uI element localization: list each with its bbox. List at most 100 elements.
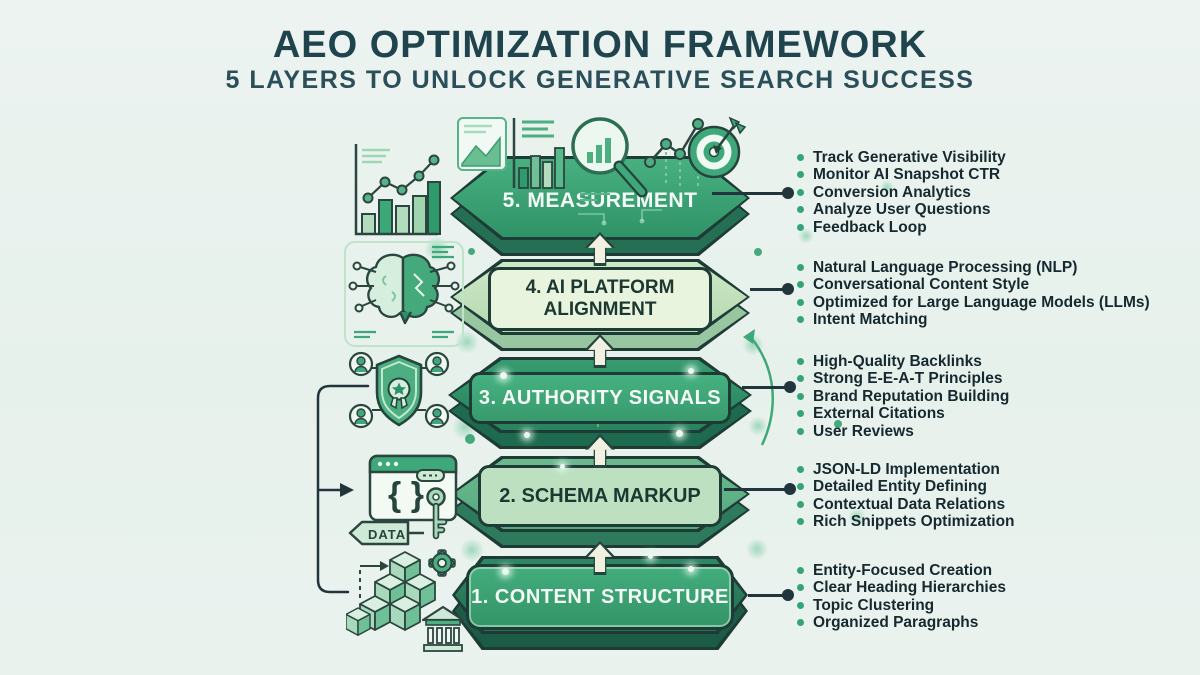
bullet-dot xyxy=(797,392,804,400)
bullet-dot xyxy=(797,206,804,214)
up-arrow-icon xyxy=(585,232,615,266)
bullet-dot xyxy=(797,188,804,196)
bullet-dot xyxy=(797,427,804,435)
bullet-item: Feedback Loop xyxy=(797,219,1006,236)
bullet-item: External Citations xyxy=(797,405,1009,422)
layer-label: 3. AUTHORITY SIGNALS xyxy=(469,372,731,424)
green-dot xyxy=(468,248,475,255)
magnifier-chart-icon xyxy=(571,117,648,201)
measurement-icons-cluster xyxy=(457,116,747,201)
bar-chart-icon xyxy=(512,118,565,189)
bullet-item: Conversion Analytics xyxy=(797,184,1006,201)
page-title: AEO OPTIMIZATION FRAMEWORK xyxy=(272,24,928,66)
bullet-dot xyxy=(797,567,804,574)
bullet-item: Detailed Entity Defining xyxy=(797,478,1015,495)
bullet-list-authority: High-Quality Backlinks Strong E-E-A-T Pr… xyxy=(797,353,1009,440)
cubes-stack xyxy=(346,551,436,636)
up-arrow-icon xyxy=(585,434,615,468)
glint-dot xyxy=(648,554,653,559)
bullet-item: Intent Matching xyxy=(797,311,1150,328)
bullet-list-measurement: Track Generative Visibility Monitor AI S… xyxy=(797,149,1006,236)
gear-icon xyxy=(428,549,456,577)
bank-icon xyxy=(421,605,465,652)
bullet-dot xyxy=(797,518,804,526)
connector-line xyxy=(750,288,786,291)
connector-dot xyxy=(784,483,796,495)
left-bracket-connector xyxy=(316,384,370,594)
bullet-dot xyxy=(797,500,804,508)
connector-line xyxy=(712,192,786,195)
bullet-item: Strong E-E-A-T Principles xyxy=(797,370,1009,387)
bullet-dot xyxy=(797,316,804,324)
bullet-item: Brand Reputation Building xyxy=(797,388,1009,405)
bullet-item: High-Quality Backlinks xyxy=(797,353,1009,370)
layer-label: 4. AI PLATFORM ALIGNMENT xyxy=(488,267,712,331)
bullet-item: Clear Heading Hierarchies xyxy=(797,579,1006,596)
layer-label: 2. SCHEMA MARKUP xyxy=(478,465,722,527)
bullet-dot xyxy=(797,483,804,491)
glow-dot xyxy=(748,416,768,436)
glint-dot xyxy=(676,430,683,437)
glint-dot xyxy=(560,464,565,469)
connector-dot xyxy=(782,589,794,601)
bullet-dot xyxy=(797,375,804,383)
connector-line xyxy=(724,488,788,491)
bullet-item: Conversational Content Style xyxy=(797,276,1150,293)
layer-4-ai-platform: 4. AI PLATFORM ALIGNMENT xyxy=(450,259,750,351)
bullet-dot xyxy=(797,154,804,161)
feedback-curve-arrow xyxy=(743,329,774,446)
bullet-dot xyxy=(797,619,804,627)
glint-dot xyxy=(500,372,507,379)
bullet-item: Optimized for Large Language Models (LLM… xyxy=(797,294,1150,311)
bullet-dot xyxy=(797,223,804,231)
bullet-item: Analyze User Questions xyxy=(797,201,1006,218)
bullet-dot xyxy=(797,584,804,592)
data-tag-label: DATA xyxy=(368,527,406,542)
glow-dot xyxy=(798,228,814,244)
connector-line xyxy=(742,386,788,389)
bullet-item: Track Generative Visibility xyxy=(797,149,1006,166)
bullet-dot xyxy=(797,264,804,271)
glint-dot xyxy=(688,368,694,374)
ai-brain-icon xyxy=(344,241,464,347)
bullet-item: Rich Snippets Optimization xyxy=(797,513,1015,530)
glow-dot xyxy=(460,538,484,562)
glint-dot xyxy=(524,432,530,438)
layer-3-authority: 3. AUTHORITY SIGNALS xyxy=(448,357,752,449)
glow-dot xyxy=(455,330,479,354)
report-chart-icon xyxy=(457,117,507,171)
glint-dot xyxy=(688,566,694,572)
connector-dot xyxy=(784,381,796,393)
bullet-dot xyxy=(797,466,804,473)
connector-dot xyxy=(782,187,794,199)
green-dot xyxy=(465,434,475,444)
bullet-dot xyxy=(797,171,804,179)
bullet-dot xyxy=(797,281,804,289)
glint-dot xyxy=(502,568,509,575)
bullet-item: User Reviews xyxy=(797,423,1009,440)
target-dart-icon xyxy=(687,116,747,179)
trend-line-icon xyxy=(644,118,704,186)
glow-dot xyxy=(880,180,894,194)
bullet-item: Contextual Data Relations xyxy=(797,496,1015,513)
growth-chart-icon xyxy=(354,144,441,236)
glow-dot xyxy=(746,538,768,560)
schema-data-icon: { } DATA xyxy=(348,454,458,546)
glow-dot xyxy=(848,508,866,526)
green-dot xyxy=(834,420,842,428)
bullet-list-schema: JSON-LD Implementation Detailed Entity D… xyxy=(797,461,1015,531)
connector-dot xyxy=(782,283,794,295)
bullet-dot xyxy=(797,358,804,365)
bullet-item: Monitor AI Snapshot CTR xyxy=(797,166,1006,183)
bullet-dot xyxy=(797,601,804,609)
json-braces: { } xyxy=(388,476,424,514)
up-arrow-icon xyxy=(585,334,615,368)
layer-2-schema: 2. SCHEMA MARKUP xyxy=(450,456,750,548)
bullet-item: JSON-LD Implementation xyxy=(797,461,1015,478)
bullet-item: Entity-Focused Creation xyxy=(797,562,1006,579)
bullet-item: Organized Paragraphs xyxy=(797,614,1006,631)
authority-shield-icon xyxy=(348,351,450,429)
bullet-list-content: Entity-Focused Creation Clear Heading Hi… xyxy=(797,562,1006,632)
avatar-icon xyxy=(348,351,450,429)
